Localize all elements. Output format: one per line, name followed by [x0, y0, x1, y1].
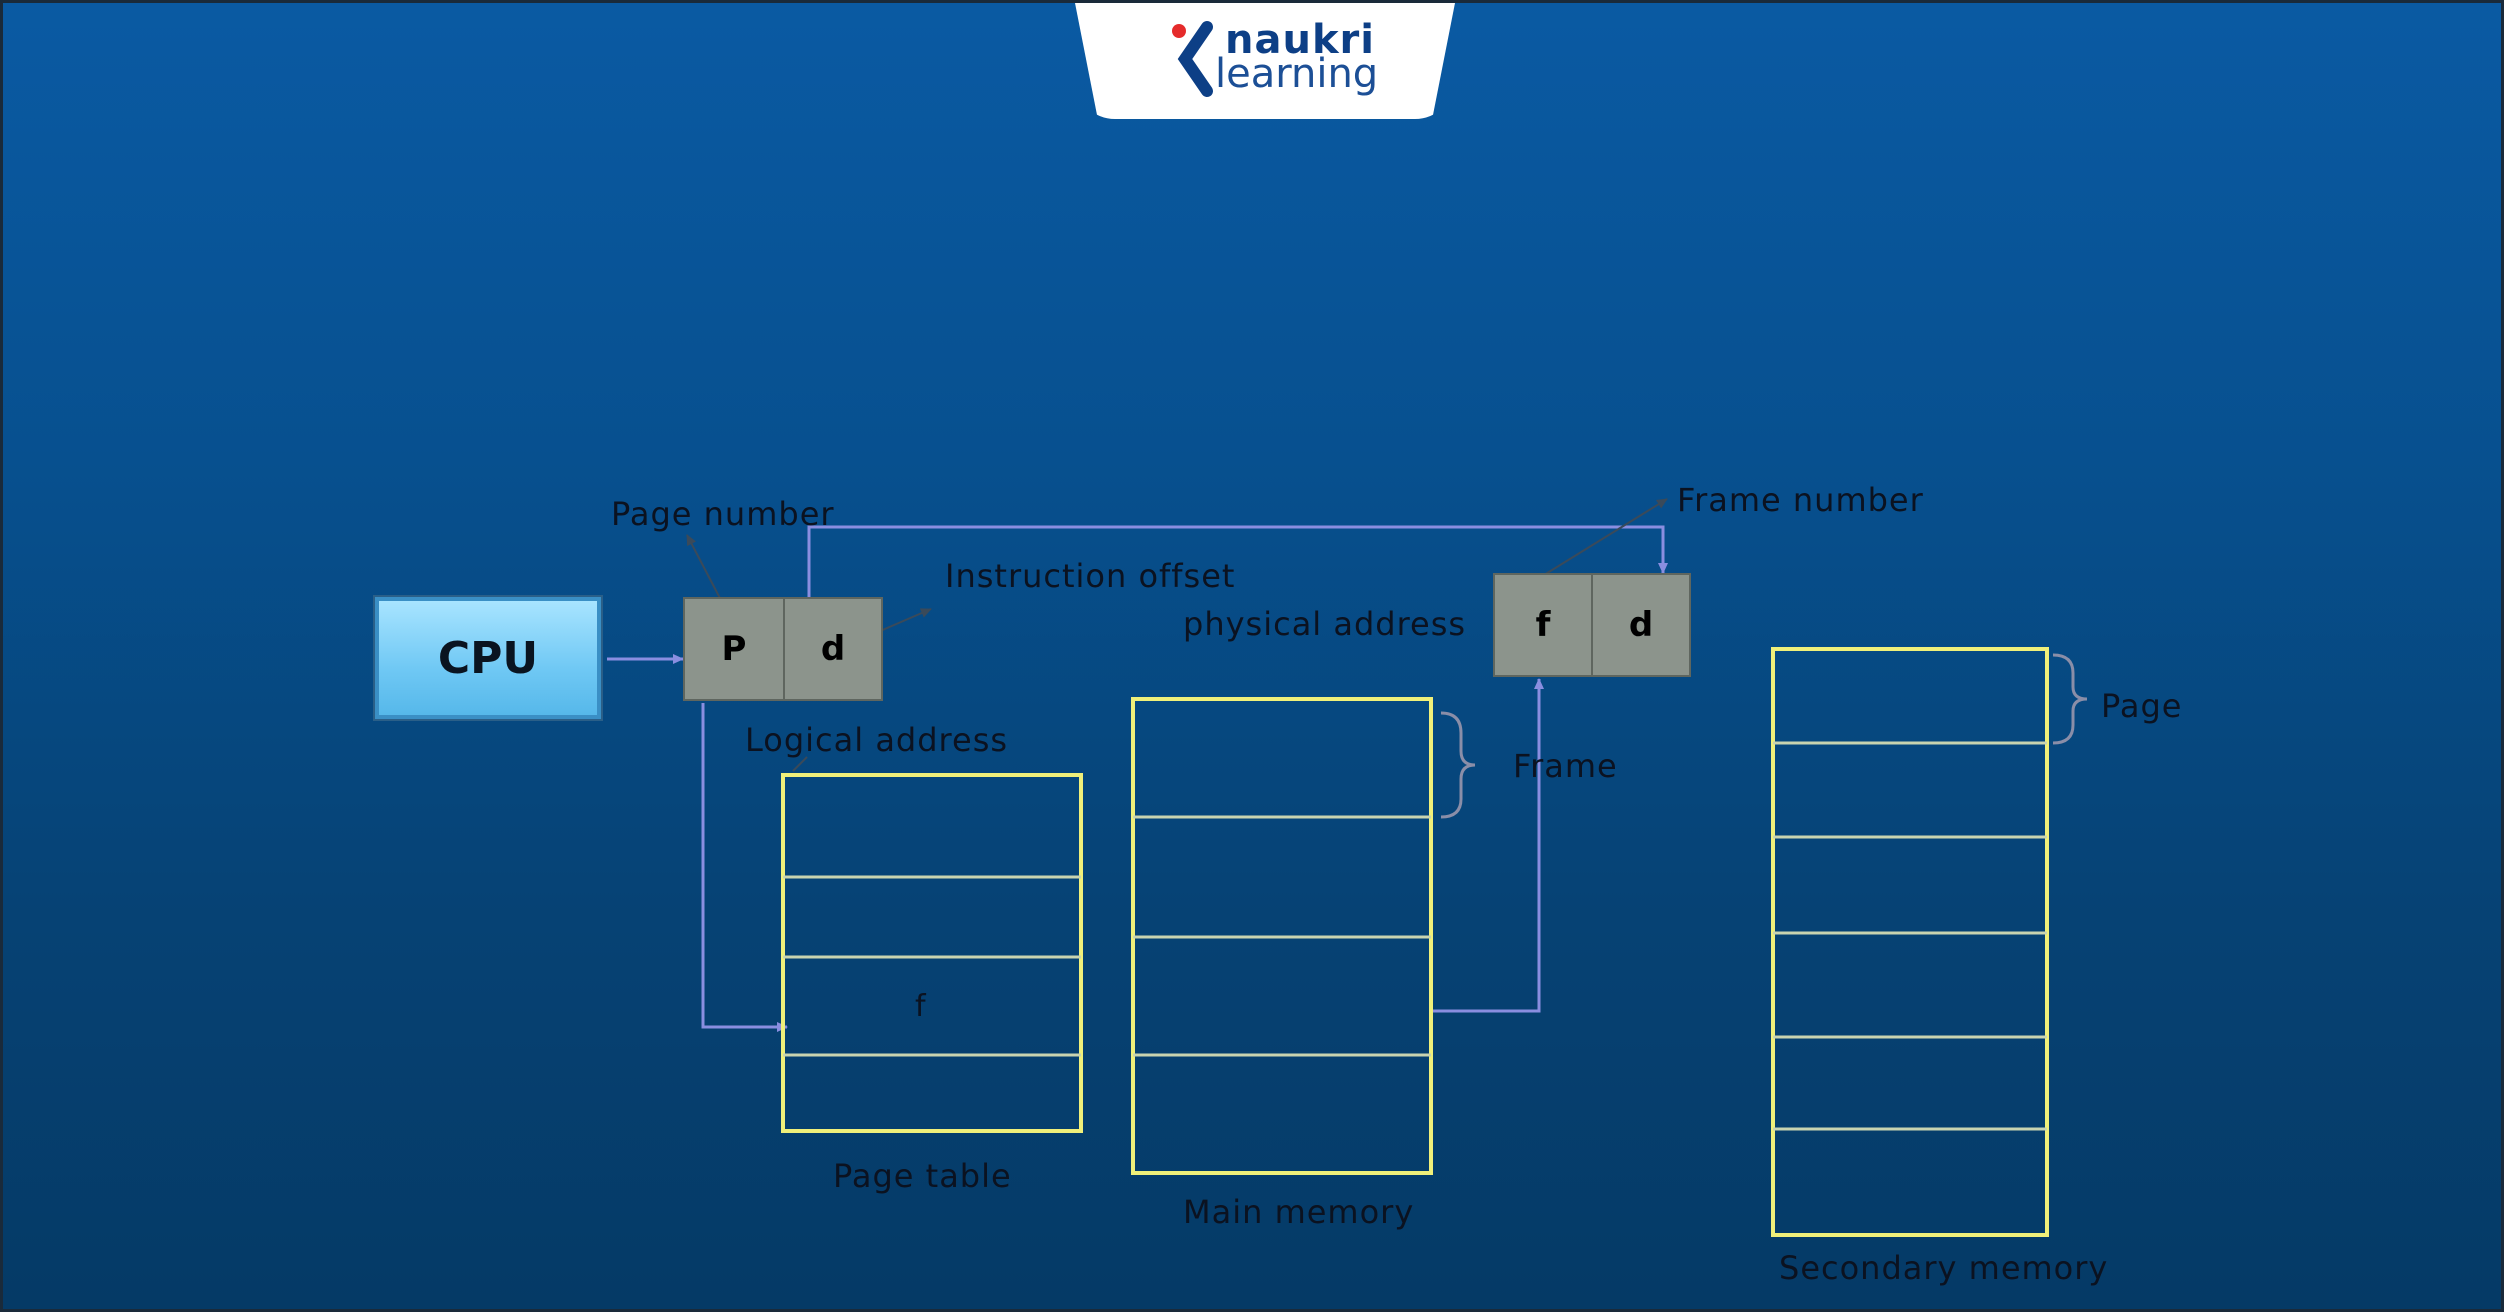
secondary-memory-block [1771, 647, 2049, 1237]
logical-page-cell: P [683, 597, 785, 701]
main-memory-block [1131, 697, 1433, 1175]
logo-mark-icon [1172, 21, 1213, 97]
physical-address-label: physical address [1183, 605, 1467, 643]
physical-offset-cell: d [1591, 573, 1691, 677]
logical-offset-cell: d [783, 597, 883, 701]
logo-text-naukri: naukri [1225, 17, 1375, 63]
frame-label: Frame [1513, 747, 1618, 785]
cpu-box: CPU [373, 595, 603, 721]
physical-frame-cell: f [1493, 573, 1593, 677]
page-number-label: Page number [611, 495, 835, 533]
logical-address-pointer [792, 756, 808, 772]
frame-to-physical-arrow [1431, 678, 1544, 1013]
main-memory-label: Main memory [1183, 1193, 1415, 1231]
page-table-label: Page table [833, 1157, 1012, 1195]
logical-address-label: Logical address [745, 721, 1009, 759]
frame-number-label: Frame number [1677, 481, 1924, 519]
page-table-entry: f [915, 989, 927, 1024]
frame-number-pointer [1530, 498, 1668, 584]
secondary-memory-label: Secondary memory [1779, 1249, 2109, 1287]
diagram-graphics [607, 498, 2088, 1237]
page-brace [2052, 653, 2088, 745]
frame-brace [1440, 711, 1476, 819]
page-label: Page [2101, 687, 2183, 725]
page-number-to-table-arrow [701, 703, 788, 1032]
instruction-offset-label: Instruction offset [945, 557, 1236, 595]
logo: naukri learning [1075, 3, 1455, 119]
logo-text-learning: learning [1215, 51, 1379, 97]
page-table-block [781, 773, 1083, 1133]
offset-route-arrow [807, 525, 1668, 599]
